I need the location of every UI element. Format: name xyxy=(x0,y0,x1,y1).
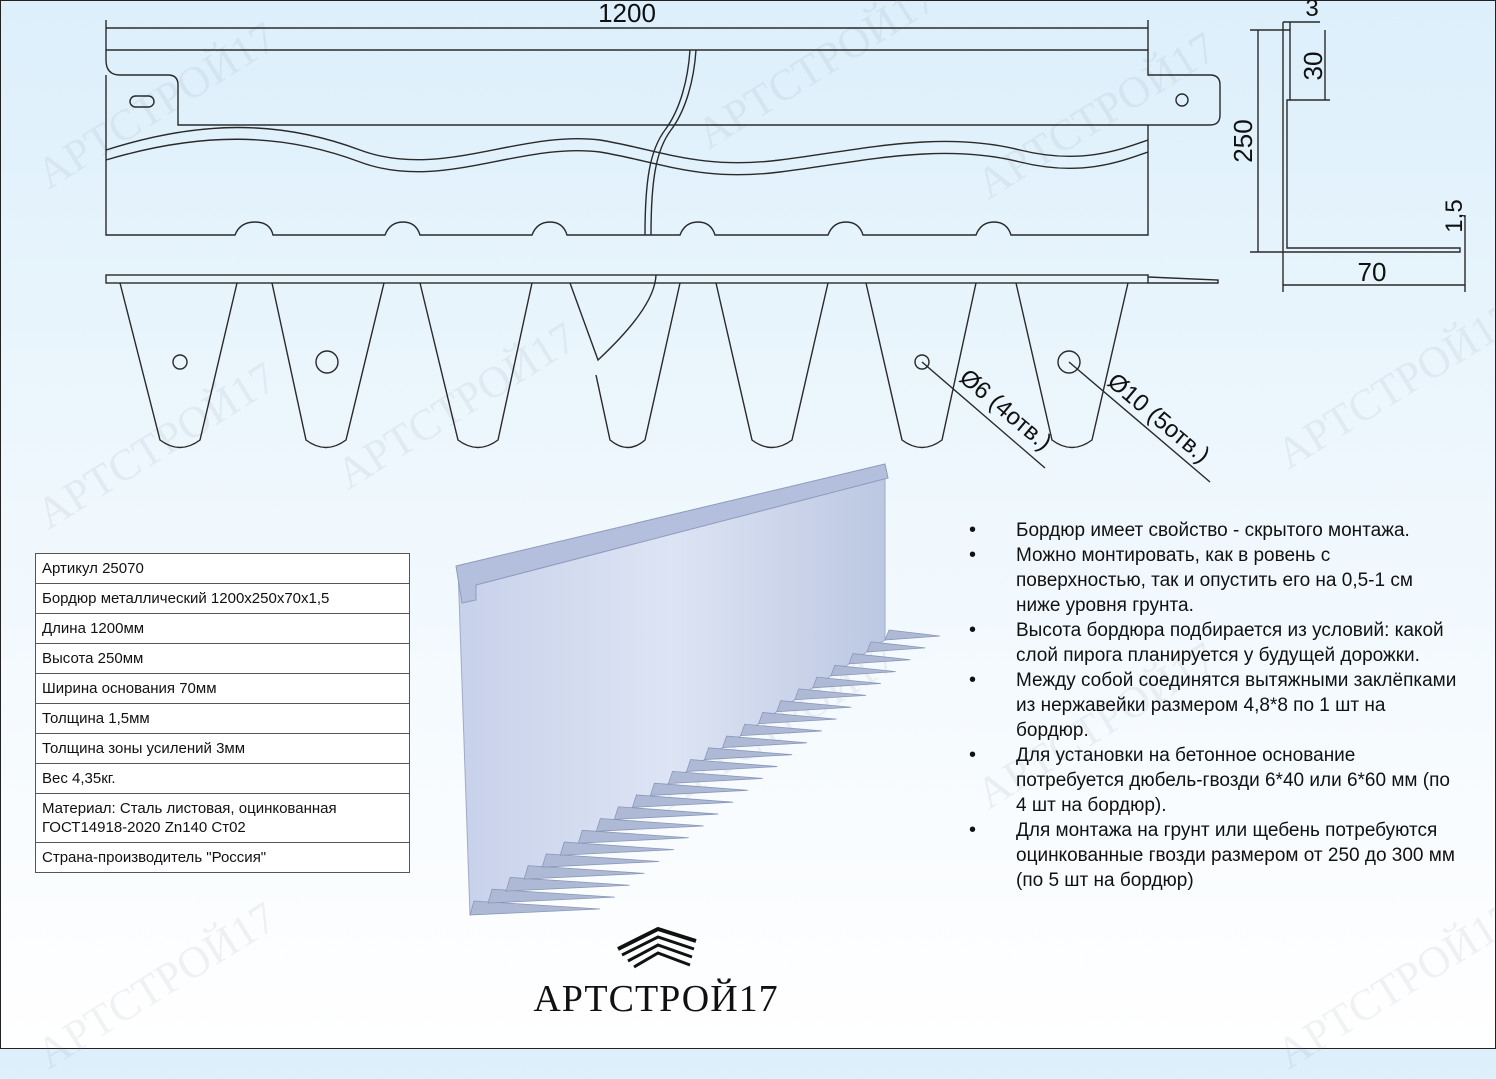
blank-outline xyxy=(105,49,1221,126)
spike xyxy=(119,282,238,449)
blank-body xyxy=(105,75,1149,236)
spike xyxy=(569,274,681,449)
render-spike xyxy=(595,818,704,832)
render-spike xyxy=(794,688,867,701)
render-spike xyxy=(884,629,941,641)
specs-cell: Толщина 1,5мм xyxy=(35,703,410,734)
render-spike xyxy=(758,712,837,725)
dim-length: 1200 xyxy=(598,0,656,28)
feature-item: Бордюр имеет свойство - скрытого монтажа… xyxy=(962,518,1462,543)
panel-top-lip xyxy=(455,463,889,604)
specs-cell: Высота 250мм xyxy=(35,643,410,674)
panel-spikes xyxy=(469,629,941,916)
specs-cell: Длина 1200мм xyxy=(35,613,410,644)
render-spike xyxy=(848,653,911,665)
hole-6 xyxy=(172,354,188,370)
render-spike xyxy=(812,676,881,689)
feature-item: Для установки на бетонное основание потр… xyxy=(962,743,1462,818)
specs-cell: Бордюр металлический 1200х250х70х1,5 xyxy=(35,583,410,614)
split-line xyxy=(644,49,691,236)
specs-cell: Страна-производитель "Россия" xyxy=(35,842,410,873)
render-spike xyxy=(487,888,615,904)
specs-cell: Вес 4,35кг. xyxy=(35,763,410,794)
hole-small-label: Ø6 (4отв.) xyxy=(954,364,1057,456)
spike xyxy=(865,282,977,449)
spike xyxy=(419,282,533,449)
spike xyxy=(271,282,385,449)
wave-lower xyxy=(105,138,1149,176)
logo-text: АРТСТРОЙ17 xyxy=(533,978,779,1020)
hole-10 xyxy=(1175,93,1189,107)
technical-drawing: 1200 250 3 30 1,5 70 Ø6 (4отв.) Ø10 (5от… xyxy=(105,0,1468,916)
feature-item: Можно монтировать, как в ровень с поверх… xyxy=(962,543,1462,618)
leader-line xyxy=(1068,361,1211,483)
wave-upper xyxy=(105,126,1149,164)
render-spike xyxy=(685,759,778,772)
specs-row: Артикул 25070 xyxy=(35,553,410,584)
specs-row: Толщина 1,5мм xyxy=(35,703,410,734)
render-spike xyxy=(740,723,822,737)
slot-hole xyxy=(129,95,155,108)
render-spike xyxy=(631,794,734,808)
specs-row: Длина 1200мм xyxy=(35,613,410,644)
specs-row: Толщина зоны усилений 3мм xyxy=(35,733,410,764)
product-render xyxy=(455,463,941,916)
render-spike xyxy=(722,735,807,749)
split-line xyxy=(650,49,697,236)
hole-10 xyxy=(315,350,339,374)
specs-row: Высота 250мм xyxy=(35,643,410,674)
render-spike xyxy=(830,664,896,677)
render-spike xyxy=(667,770,763,784)
specs-cell: Ширина основания 70мм xyxy=(35,673,410,704)
render-spike xyxy=(523,865,645,880)
render-spike xyxy=(776,700,852,713)
render-spike xyxy=(649,782,748,796)
dim-top-thickness: 3 xyxy=(1305,0,1318,22)
hole-10 xyxy=(1057,350,1081,374)
feature-item: Между собой соединятся вытяжными заклёпк… xyxy=(962,668,1462,743)
render-spike xyxy=(469,900,601,916)
specs-row: Страна-производитель "Россия" xyxy=(35,842,410,873)
logo-icon xyxy=(617,926,697,969)
base-strip xyxy=(105,274,1149,284)
base-strip-tab xyxy=(1147,276,1219,284)
logo: АРТСТРОЙ17 xyxy=(516,925,796,1025)
profile-section xyxy=(1282,29,1461,253)
render-spike xyxy=(613,806,719,820)
specs-row: Ширина основания 70мм xyxy=(35,673,410,704)
specs-row: Вес 4,35кг. xyxy=(35,763,410,794)
leader-line xyxy=(921,361,1046,469)
dim-height: 250 xyxy=(1228,119,1258,162)
render-spike xyxy=(577,829,689,844)
render-spike xyxy=(541,853,660,868)
feature-item: Высота бордюра подбирается из условий: к… xyxy=(962,618,1462,668)
specs-cell: Материал: Сталь листовая, оцинкованная Г… xyxy=(35,793,410,843)
render-spike xyxy=(703,747,793,760)
specs-row: Материал: Сталь листовая, оцинкованная Г… xyxy=(35,793,410,843)
spike xyxy=(1015,282,1129,449)
hole-large-label: Ø10 (5отв.) xyxy=(1102,368,1215,469)
feature-item: Для монтажа на грунт или щебень потребую… xyxy=(962,818,1462,893)
specs-row: Бордюр металлический 1200х250х70х1,5 xyxy=(35,583,410,614)
features-list: Бордюр имеет свойство - скрытого монтажа… xyxy=(962,518,1462,893)
render-spike xyxy=(505,877,630,892)
render-spike xyxy=(866,641,926,653)
hole-6 xyxy=(914,354,930,370)
dim-top-height: 30 xyxy=(1298,52,1328,81)
spike xyxy=(715,282,829,449)
render-spike xyxy=(559,841,674,856)
dim-base-width: 70 xyxy=(1358,257,1387,287)
specs-cell: Толщина зоны усилений 3мм xyxy=(35,733,410,764)
dim-thickness: 1,5 xyxy=(1441,199,1468,232)
specs-cell: Артикул 25070 xyxy=(35,553,410,584)
